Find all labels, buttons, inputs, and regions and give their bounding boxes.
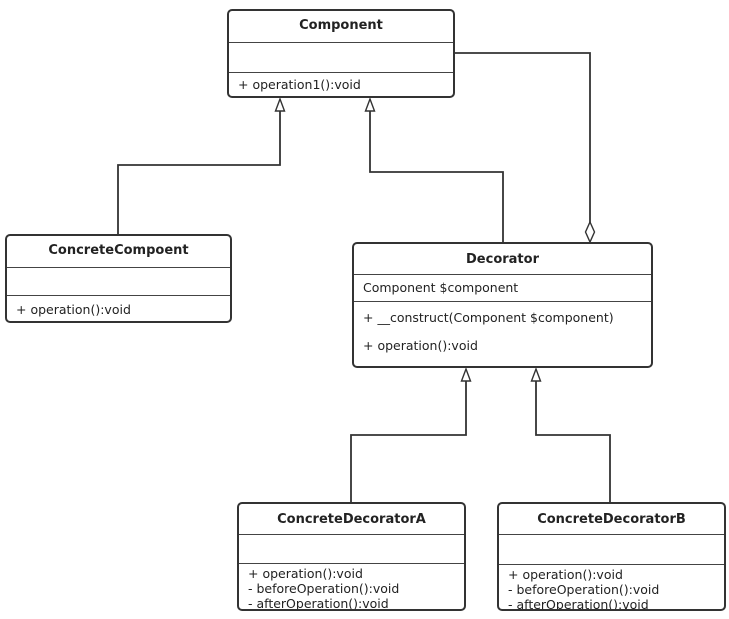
class-name: Decorator: [354, 244, 651, 275]
class-name: ConcreteDecoratorA: [239, 504, 464, 535]
generalization-decorator-a-to-decorator: [350, 370, 467, 502]
class-component[interactable]: Component + operation1():void: [227, 9, 455, 98]
operation: + operation():void: [248, 566, 363, 581]
aggregation-component-to-decorator: [455, 52, 591, 223]
generalization-concrete-component-to-component: [117, 100, 281, 234]
attributes-compartment: [229, 43, 453, 73]
operation: + operation():void: [16, 302, 131, 317]
attributes-compartment: [239, 535, 464, 564]
operation: + operation():void: [508, 567, 623, 582]
operation: - beforeOperation():void: [248, 581, 400, 596]
class-name: ConcreteDecoratorB: [499, 504, 724, 535]
operations-compartment: + operation1():void: [229, 73, 453, 94]
operation: + __construct(Component $component): [363, 310, 614, 325]
generalization-decorator-b-to-decorator: [535, 370, 611, 502]
attributes-compartment: Component $component: [354, 275, 651, 302]
operations-compartment: + operation():void - beforeOperation():v…: [499, 565, 724, 611]
operations-compartment: + __construct(Component $component) + op…: [354, 302, 651, 362]
generalization-decorator-to-component: [369, 100, 504, 242]
class-name: Component: [229, 11, 453, 43]
operation: - beforeOperation():void: [508, 582, 660, 597]
operation: + operation1():void: [238, 77, 361, 92]
generalization-arrowhead-icon: [274, 97, 286, 112]
attribute: Component $component: [363, 280, 519, 295]
attributes-compartment: [7, 268, 230, 296]
generalization-arrowhead-icon: [530, 367, 542, 382]
operation: - afterOperation():void: [508, 597, 649, 611]
attributes-compartment: [499, 535, 724, 565]
generalization-arrowhead-icon: [364, 97, 376, 112]
class-concrete-decorator-b[interactable]: ConcreteDecoratorB + operation():void - …: [497, 502, 726, 611]
operation: - afterOperation():void: [248, 596, 389, 611]
class-concrete-component[interactable]: ConcreteCompoent + operation():void: [5, 234, 232, 323]
class-name: ConcreteCompoent: [7, 236, 230, 268]
generalization-arrowhead-icon: [460, 367, 472, 382]
operation: + operation():void: [363, 338, 478, 353]
operations-compartment: + operation():void - beforeOperation():v…: [239, 564, 464, 611]
class-concrete-decorator-a[interactable]: ConcreteDecoratorA + operation():void - …: [237, 502, 466, 611]
aggregation-diamond-icon: [584, 220, 596, 244]
class-decorator[interactable]: Decorator Component $component + __const…: [352, 242, 653, 368]
operations-compartment: + operation():void: [7, 296, 230, 319]
